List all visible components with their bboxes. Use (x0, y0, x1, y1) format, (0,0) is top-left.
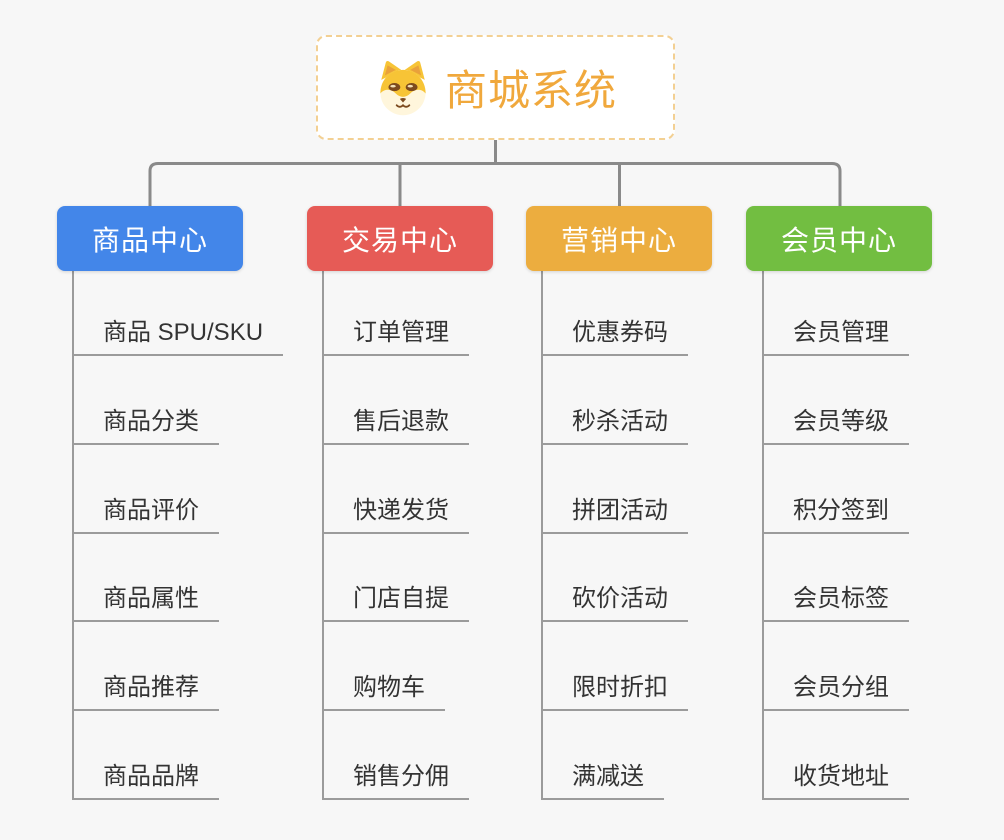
leaf-node[interactable]: 砍价活动 (541, 584, 688, 622)
dog-face-icon (374, 58, 432, 118)
leaf-node[interactable]: 商品分类 (72, 407, 219, 445)
leaf-node[interactable]: 订单管理 (322, 318, 469, 356)
branch-node-trade-center[interactable]: 交易中心 (307, 206, 493, 271)
leaf-node[interactable]: 限时折扣 (541, 673, 688, 711)
branch-node-member-center[interactable]: 会员中心 (746, 206, 932, 271)
leaf-node[interactable]: 会员分组 (762, 673, 909, 711)
leaf-node[interactable]: 快递发货 (322, 496, 469, 534)
leaf-node[interactable]: 商品 SPU/SKU (72, 318, 284, 356)
root-node[interactable]: 商城系统 (316, 35, 675, 140)
leaf-node[interactable]: 购物车 (322, 673, 445, 711)
leaf-node[interactable]: 商品评价 (72, 496, 219, 534)
leaf-node[interactable]: 优惠券码 (541, 318, 688, 356)
leaf-node[interactable]: 商品属性 (72, 584, 219, 622)
root-title: 商城系统 (444, 67, 617, 114)
leaf-node[interactable]: 满减送 (541, 762, 664, 800)
leaf-node[interactable]: 拼团活动 (541, 496, 688, 534)
leaf-node[interactable]: 门店自提 (322, 584, 469, 622)
leaf-node[interactable]: 会员等级 (762, 407, 909, 445)
leaf-node[interactable]: 会员标签 (762, 584, 909, 622)
leaf-node[interactable]: 销售分佣 (322, 762, 469, 800)
leaf-node[interactable]: 会员管理 (762, 318, 909, 356)
branch-node-marketing-center[interactable]: 营销中心 (526, 206, 712, 271)
leaf-node[interactable]: 售后退款 (322, 407, 469, 445)
leaf-node[interactable]: 秒杀活动 (541, 407, 688, 445)
leaf-node[interactable]: 商品推荐 (72, 673, 219, 711)
leaf-node[interactable]: 收货地址 (762, 762, 909, 800)
leaf-node[interactable]: 商品品牌 (72, 762, 219, 800)
branch-node-product-center[interactable]: 商品中心 (57, 206, 243, 271)
leaf-node[interactable]: 积分签到 (762, 496, 909, 534)
